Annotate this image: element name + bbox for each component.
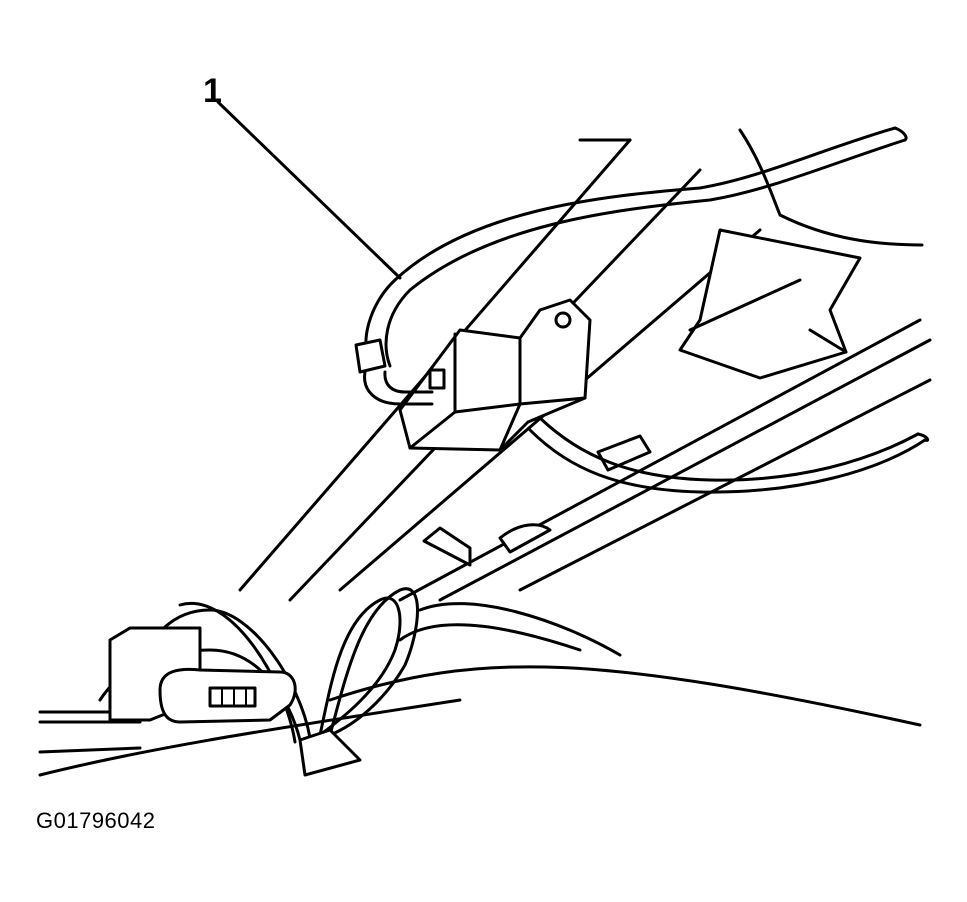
- sensor-module: [398, 298, 592, 452]
- base-post: [298, 728, 362, 777]
- lower-wire-harness: [528, 416, 930, 494]
- rail-slot: [596, 434, 652, 472]
- callout-number-1: 1: [203, 72, 222, 110]
- connector-plug: [208, 686, 257, 708]
- mounting-bolt: [554, 311, 572, 329]
- callout-leader-line: [216, 100, 402, 280]
- lower-connector: [158, 667, 297, 724]
- rail-arrow-right: [498, 523, 552, 554]
- side-bracket: [678, 228, 862, 380]
- upper-wire-harness: [354, 126, 908, 406]
- wire-clip: [354, 338, 387, 374]
- rail-structure: [238, 128, 932, 602]
- module-connector: [428, 368, 446, 390]
- rail-arrow-left: [422, 526, 472, 567]
- figure-id-label: G01796042: [36, 808, 156, 833]
